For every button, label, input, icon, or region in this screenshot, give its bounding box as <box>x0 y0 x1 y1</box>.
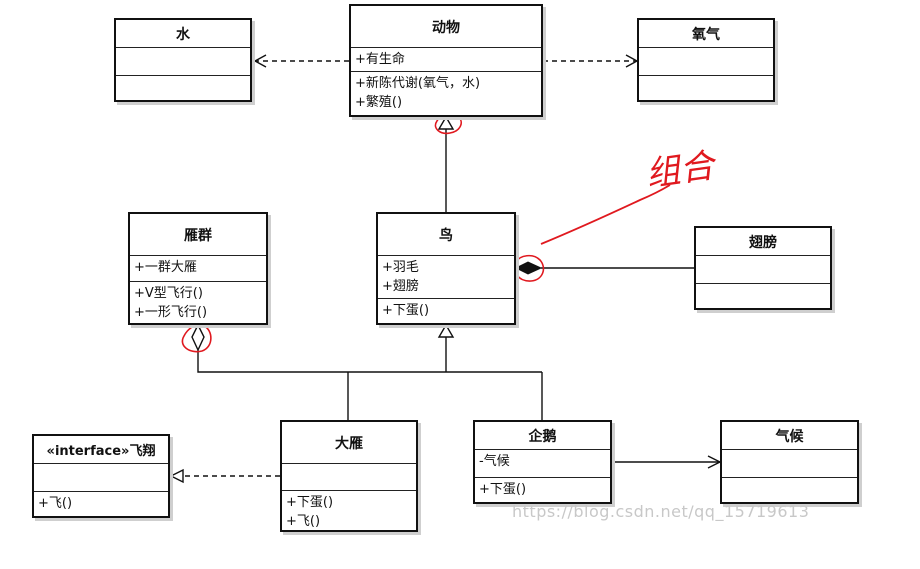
generalization-triangle-animal <box>437 115 455 130</box>
class-bird[interactable]: 鸟 +羽毛 +翅膀 +下蛋() <box>376 212 516 325</box>
class-goose-name: 大雁 <box>282 422 416 464</box>
generalization-triangle-bird <box>437 323 455 338</box>
class-penguin[interactable]: 企鹅 -气候 +下蛋() <box>473 420 612 504</box>
class-goose-attributes <box>282 464 416 491</box>
aggregation-flock-goose <box>197 350 348 373</box>
class-climate-attributes <box>722 450 857 478</box>
class-climate-operations <box>722 478 857 502</box>
operation: +新陈代谢(氧气，水) <box>355 76 481 91</box>
class-fly-interface[interactable]: «interface»飞翔 +飞() <box>32 434 170 518</box>
class-animal-attributes: +有生命 <box>351 48 541 72</box>
class-oxygen-attributes <box>639 48 773 76</box>
class-penguin-attributes: -气候 <box>475 450 610 478</box>
class-water-attributes <box>116 48 250 76</box>
operation: +下蛋() <box>382 303 430 318</box>
class-climate[interactable]: 气候 <box>720 420 859 504</box>
operation: +V型飞行() <box>134 286 203 301</box>
class-oxygen-operations <box>639 76 773 100</box>
realization-triangle <box>169 468 184 484</box>
attribute: +翅膀 <box>382 279 419 294</box>
class-flock-attributes: +一群大雁 <box>130 256 266 282</box>
class-fly-interface-operations: +飞() <box>34 492 168 516</box>
operation: +飞() <box>38 496 73 511</box>
class-wing-attributes <box>696 256 830 284</box>
aggregation-diamond <box>191 323 205 352</box>
attribute: +一群大雁 <box>134 260 197 275</box>
class-water-operations <box>116 76 250 100</box>
class-wing[interactable]: 翅膀 <box>694 226 832 310</box>
red-circle-aggregation <box>181 324 212 353</box>
class-flock-operations: +V型飞行() +一形飞行() <box>130 282 266 323</box>
attribute: +有生命 <box>355 52 405 67</box>
class-flock[interactable]: 雁群 +一群大雁 +V型飞行() +一形飞行() <box>128 212 268 325</box>
class-bird-name: 鸟 <box>378 214 514 256</box>
class-wing-operations <box>696 284 830 308</box>
class-flock-name: 雁群 <box>130 214 266 256</box>
class-fly-interface-attributes <box>34 464 168 492</box>
class-goose[interactable]: 大雁 +下蛋() +飞() <box>280 420 418 532</box>
class-oxygen[interactable]: 氧气 <box>637 18 775 102</box>
class-animal-name: 动物 <box>351 6 541 48</box>
class-wing-name: 翅膀 <box>696 228 830 256</box>
class-oxygen-name: 氧气 <box>639 20 773 48</box>
attribute: +羽毛 <box>382 260 419 275</box>
class-penguin-name: 企鹅 <box>475 422 610 450</box>
operation: +繁殖() <box>355 95 403 110</box>
operation: +下蛋() <box>479 482 527 497</box>
class-fly-interface-name: «interface»飞翔 <box>34 436 168 464</box>
class-penguin-operations: +下蛋() <box>475 478 610 502</box>
class-climate-name: 气候 <box>722 422 857 450</box>
watermark-text: https://blog.csdn.net/qq_15719613 <box>512 502 810 521</box>
red-circle-composition <box>513 254 545 282</box>
class-goose-operations: +下蛋() +飞() <box>282 491 416 530</box>
class-bird-operations: +下蛋() <box>378 299 514 323</box>
handwritten-annotation: 组合 <box>644 145 721 195</box>
class-water[interactable]: 水 <box>114 18 252 102</box>
class-animal[interactable]: 动物 +有生命 +新陈代谢(氧气，水) +繁殖() <box>349 4 543 117</box>
operation: +下蛋() <box>286 495 334 510</box>
attribute: -气候 <box>479 454 510 469</box>
class-water-name: 水 <box>116 20 250 48</box>
red-annotation-pointer <box>540 184 671 245</box>
class-bird-attributes: +羽毛 +翅膀 <box>378 256 514 299</box>
dependency-arrowhead-water <box>253 54 267 68</box>
operation: +飞() <box>286 514 321 529</box>
composition-diamond <box>514 261 543 275</box>
class-animal-operations: +新陈代谢(氧气，水) +繁殖() <box>351 72 541 115</box>
operation: +一形飞行() <box>134 305 208 320</box>
